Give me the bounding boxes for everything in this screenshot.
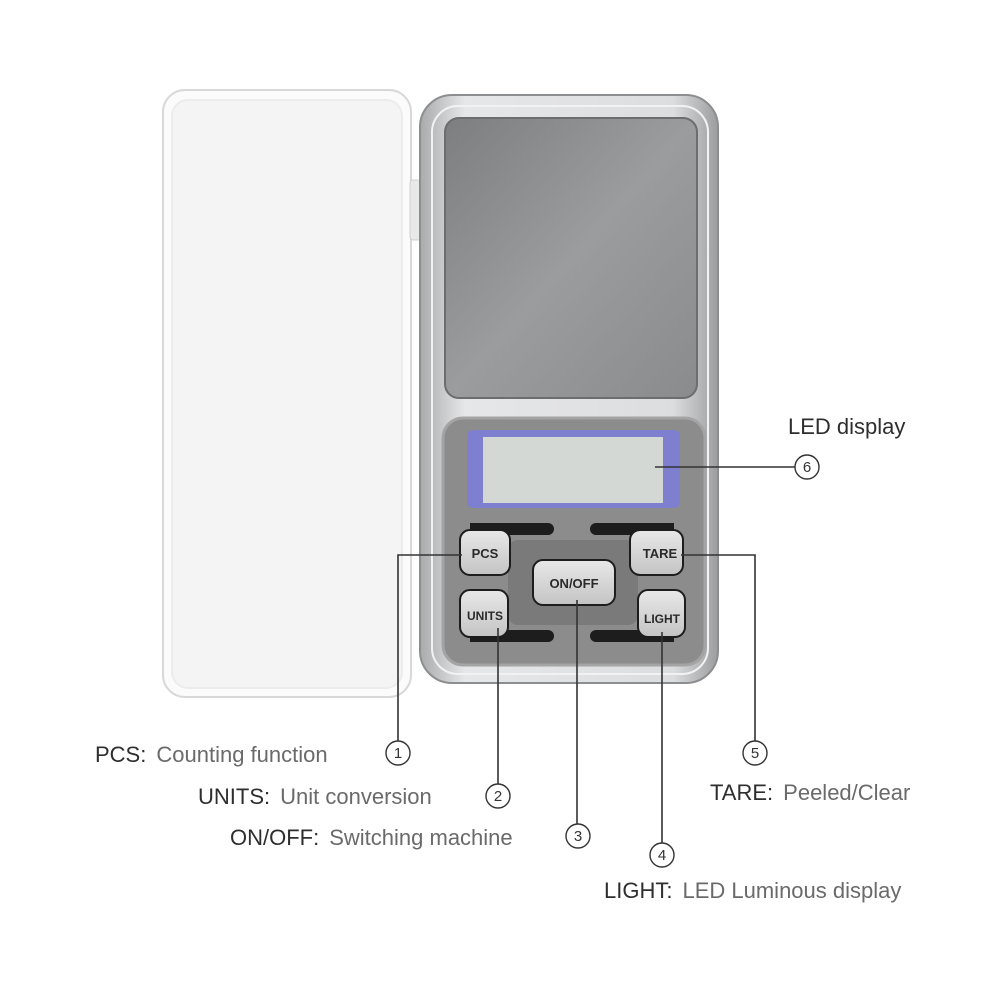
weighing-platform: [444, 117, 698, 399]
callout-5-text: TARE: Peeled/Clear: [710, 780, 910, 805]
callout-5-label: TARE:: [710, 780, 773, 805]
callout-1-label: PCS:: [95, 742, 146, 767]
svg-text:6: 6: [803, 459, 811, 476]
units-button[interactable]: UNITS: [459, 589, 509, 638]
callout-4-label: LIGHT:: [604, 878, 672, 903]
onoff-button[interactable]: ON/OFF: [532, 559, 616, 606]
callout-4-text: LIGHT: LED Luminous display: [604, 878, 901, 903]
callout-5-description: Peeled/Clear: [783, 780, 910, 805]
callout-4-marker: 4: [649, 842, 675, 868]
callout-2-description: Unit conversion: [280, 784, 432, 809]
pcs-button-label: PCS: [472, 546, 499, 561]
light-button-label: LIGHT: [644, 612, 681, 626]
callout-2-label: UNITS:: [198, 784, 270, 809]
callout-2-text: UNITS: Unit conversion: [198, 784, 432, 809]
leader-line-1: [397, 554, 462, 741]
callout-1-description: Counting function: [156, 742, 327, 767]
callout-4-description: LED Luminous display: [682, 878, 901, 903]
svg-text:2: 2: [494, 788, 502, 805]
pcs-button[interactable]: PCS: [459, 529, 511, 576]
leader-line-5: [681, 554, 756, 741]
units-button-label: UNITS: [467, 609, 503, 623]
callout-3-label: ON/OFF:: [230, 825, 319, 850]
transparent-lid: [162, 89, 423, 698]
tare-button-label: TARE: [643, 546, 678, 561]
leader-lines: [397, 466, 795, 843]
callout-3-marker: 3: [565, 823, 591, 849]
callout-5-marker: 5: [742, 740, 768, 766]
light-button[interactable]: LIGHT: [637, 589, 686, 638]
callout-3-description: Switching machine: [329, 825, 512, 850]
callout-6-marker: 6: [794, 454, 820, 480]
svg-text:4: 4: [658, 847, 666, 864]
callout-1-marker: 1: [385, 740, 411, 766]
callout-1-text: PCS: Counting function: [95, 742, 328, 767]
callout-3-text: ON/OFF: Switching machine: [230, 825, 513, 850]
lcd-screen: [483, 437, 663, 503]
callout-2-marker: 2: [485, 783, 511, 809]
tare-button[interactable]: TARE: [629, 529, 684, 576]
svg-text:1: 1: [394, 745, 402, 762]
svg-text:5: 5: [751, 745, 759, 762]
onoff-button-label: ON/OFF: [549, 576, 598, 591]
svg-text:3: 3: [574, 828, 582, 845]
callout-6-label: LED display: [788, 414, 905, 439]
